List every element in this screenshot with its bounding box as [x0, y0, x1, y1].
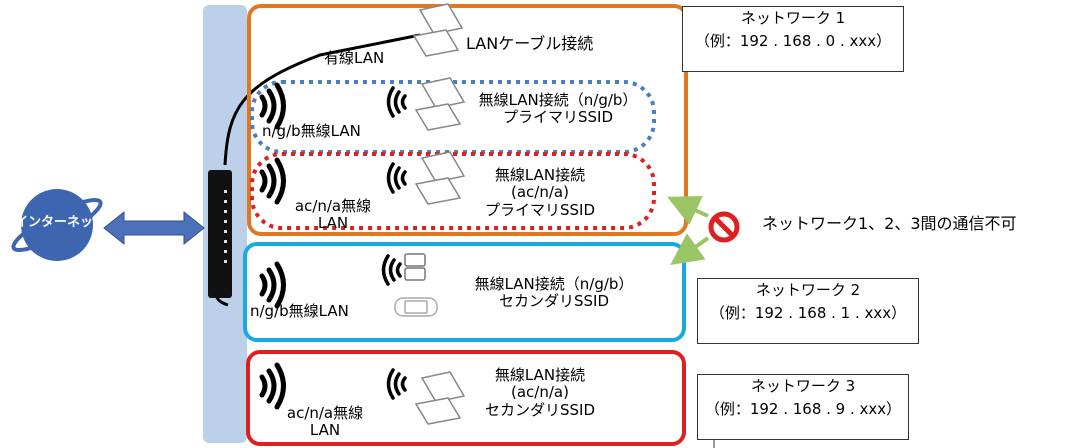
group3-radio-label: ac/n/a無線 LAN: [286, 404, 364, 440]
network2-info: ネットワーク 2 （例：192 . 168 . 1 . xxx）: [697, 278, 919, 344]
wifi-receive-icon: [386, 86, 407, 118]
wifi-receive-icon: [381, 254, 402, 286]
internet-globe-icon: [11, 189, 103, 261]
network2-example: （例：192 . 168 . 1 . xxx）: [709, 303, 907, 322]
primary-ac-connection-label: 無線LAN接続 (ac/n/a) プライマリSSID: [484, 166, 596, 219]
wifi-receive-icon: [386, 162, 407, 194]
internet-link-arrow: [103, 210, 205, 246]
network1-info: ネットワーク 1 （例：192 . 168 . 0 . xxx）: [682, 6, 904, 72]
secondary-ngb-connection-label: 無線LAN接続（n/g/b） セカンダリSSID: [474, 275, 634, 311]
handheld-game-icon: [404, 253, 426, 281]
laptop-icon: [412, 3, 464, 57]
portable-game-icon: [394, 297, 438, 317]
ngb-radio-label: n/g/b無線LAN: [262, 122, 361, 140]
lan-cable-label: LANケーブル接続: [466, 34, 594, 53]
wifi-signal-icon: [259, 261, 286, 309]
secondary-ac-connection-label: 無線LAN接続 (ac/n/a) セカンダリSSID: [484, 366, 596, 419]
network2-box: [243, 242, 686, 342]
wifi-signal-icon: [259, 362, 286, 410]
network1-title: ネットワーク 1: [740, 9, 846, 27]
laptop-icon: [414, 77, 466, 131]
no-communication-label: ネットワーク1、2、3間の通信不可: [762, 214, 1017, 233]
lan-cable: [223, 33, 421, 166]
network3-info: ネットワーク 3 （例：192 . 168 . 9 . xxx）: [697, 374, 909, 440]
network1-example: （例：192 . 168 . 0 . xxx）: [694, 31, 892, 50]
network3-box: [246, 350, 686, 446]
green-arrow: [670, 233, 710, 265]
prohibited-icon: [708, 211, 740, 243]
wifi-signal-icon: [259, 82, 286, 130]
network3-title: ネットワーク 3: [750, 377, 856, 395]
laptop-icon: [414, 151, 466, 205]
wifi-receive-icon: [386, 368, 407, 400]
primary-ngb-connection-label: 無線LAN接続（n/g/b） プライマリSSID: [478, 91, 638, 127]
router-icon: [208, 170, 232, 298]
laptop-icon: [414, 371, 466, 425]
network3-example: （例：192 . 168 . 9 . xxx）: [704, 399, 902, 418]
green-arrow: [667, 195, 709, 225]
network1-box: [247, 4, 688, 236]
group2-radio-label: n/g/b無線LAN: [250, 302, 349, 320]
ac-radio-label: ac/n/a無線 LAN: [294, 197, 372, 233]
wifi-signal-icon: [259, 157, 286, 205]
internet-label: インターネット: [15, 215, 107, 230]
wired-lan-label: 有線LAN: [324, 49, 385, 67]
primary-ac-box: [250, 152, 656, 230]
network2-title: ネットワーク 2: [755, 281, 861, 299]
